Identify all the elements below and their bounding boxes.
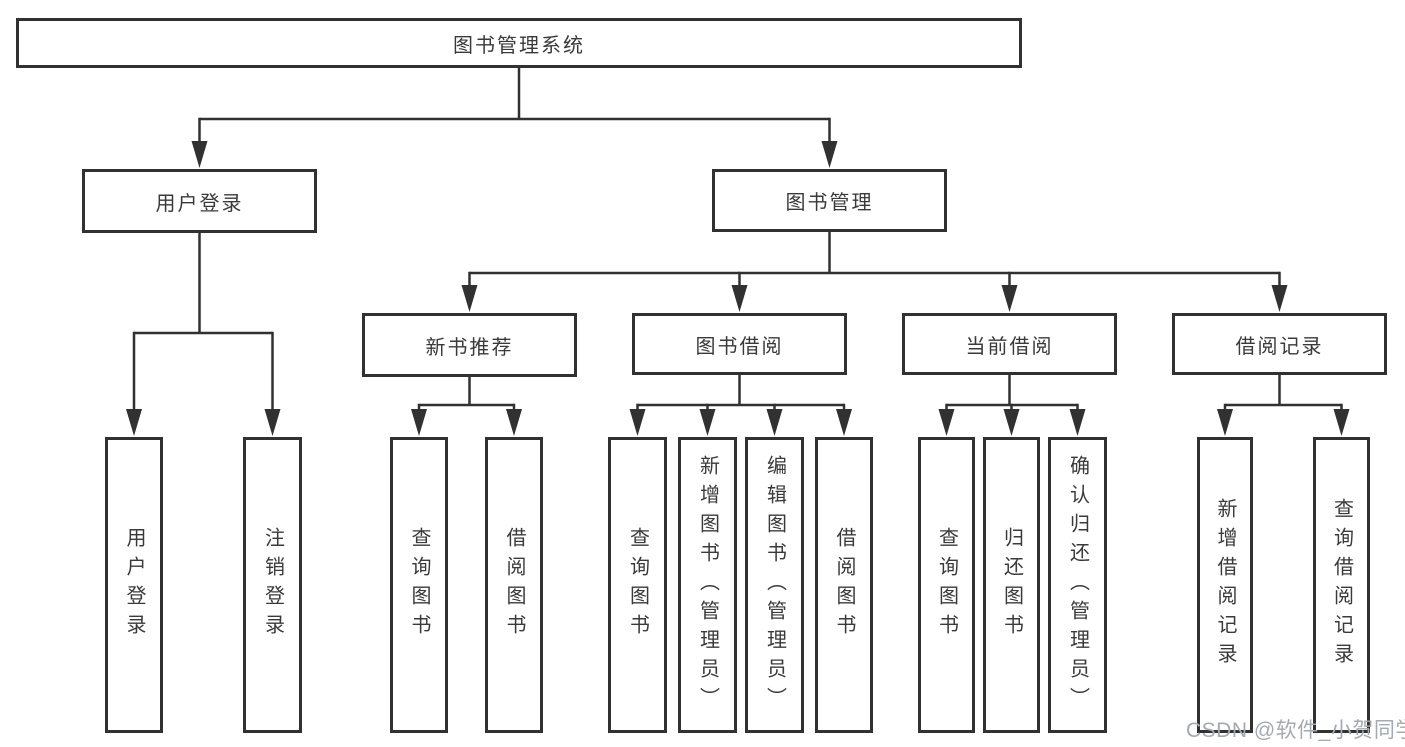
node-label: 新增借阅记录	[1214, 498, 1236, 672]
node-current-return: 归还图书	[983, 437, 1040, 733]
node-label: 确认归还（管理员）	[1066, 454, 1089, 716]
node-root: 图书管理系统	[16, 18, 1022, 68]
node-bookmgmt: 图书管理	[712, 169, 947, 232]
node-records-query: 查询借阅记录	[1313, 437, 1370, 733]
node-label: 图书借阅	[695, 335, 784, 358]
node-label: 借阅记录	[1235, 335, 1324, 358]
node-label: 查询借阅记录	[1330, 498, 1353, 672]
node-label: 用户登录	[155, 192, 244, 215]
node-current-confirm: 确认归还（管理员）	[1048, 437, 1107, 733]
node-label: 新增图书（管理员）	[696, 454, 719, 716]
node-label: 归还图书	[1000, 527, 1023, 643]
node-label: 用户登录	[123, 527, 145, 643]
node-label: 图书管理系统	[453, 34, 585, 57]
node-label: 图书管理	[785, 192, 874, 214]
node-borrow-add: 新增图书（管理员）	[678, 437, 737, 733]
node-borrow: 图书借阅	[632, 313, 847, 375]
node-current: 当前借阅	[902, 313, 1117, 375]
node-login-logout: 注销登录	[243, 437, 302, 733]
node-login: 用户登录	[82, 169, 317, 233]
node-label: 注销登录	[261, 527, 284, 643]
node-label: 编辑图书（管理员）	[763, 454, 786, 716]
node-borrow-edit: 编辑图书（管理员）	[745, 437, 804, 733]
watermark: CSDN @软件_小贺同学	[1186, 719, 1405, 742]
node-borrow-borrow: 借阅图书	[815, 437, 873, 733]
node-borrow-query: 查询图书	[608, 437, 667, 733]
node-newrec: 新书推荐	[362, 313, 577, 377]
node-login-user: 用户登录	[105, 437, 163, 733]
node-label: 查询图书	[626, 527, 649, 643]
node-current-query: 查询图书	[918, 437, 975, 733]
node-newrec-query: 查询图书	[390, 437, 448, 733]
node-label: 查询图书	[408, 527, 430, 643]
node-label: 新书推荐	[425, 336, 514, 359]
node-label: 查询图书	[935, 527, 958, 643]
node-newrec-borrow: 借阅图书	[485, 437, 543, 733]
node-label: 借阅图书	[503, 527, 525, 643]
node-label: 借阅图书	[833, 527, 855, 643]
node-records-add: 新增借阅记录	[1197, 437, 1253, 733]
node-records: 借阅记录	[1172, 313, 1387, 375]
node-label: 当前借阅	[965, 335, 1054, 358]
